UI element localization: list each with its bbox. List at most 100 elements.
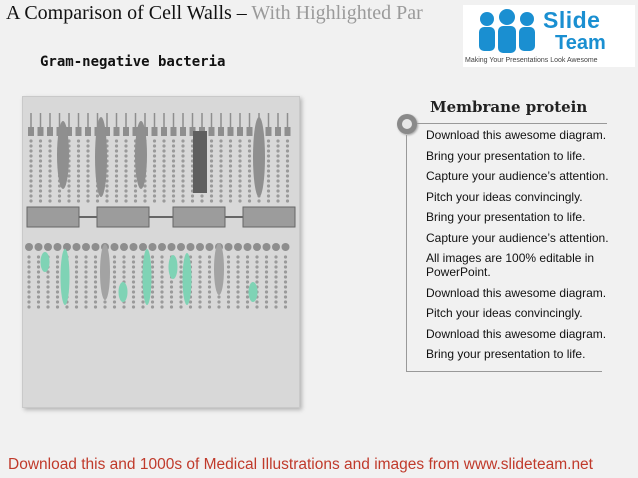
lipid-tail-bead	[171, 189, 176, 193]
lipid-head	[120, 243, 128, 251]
lipid-tail-bead	[264, 270, 269, 274]
lipid-tail-bead	[152, 139, 157, 143]
label-line: Pitch your ideas convincingly.	[426, 189, 583, 204]
lipid-tail-bead	[57, 189, 62, 193]
lipid-tail-bead	[238, 139, 242, 143]
lipid-tail-bead	[93, 280, 98, 284]
lipid-tail-bead	[228, 159, 233, 163]
lipid-tail-bead	[160, 280, 164, 284]
lipid-tail-bead	[46, 290, 50, 294]
lipid-tail-bead	[141, 300, 145, 304]
lipid-tail-bead	[48, 194, 52, 198]
lipid-tail-bead	[114, 189, 119, 193]
lipid-tail-bead	[200, 199, 204, 203]
lipid-tail-bead	[179, 280, 183, 284]
lipid-tail-bead	[143, 199, 147, 203]
highlighted-protein	[118, 282, 128, 302]
lipid-tail-bead	[228, 184, 233, 188]
lipid-tail-bead	[46, 295, 50, 299]
lipid-tail-bead	[219, 154, 223, 158]
lipid-tail-bead	[198, 280, 202, 284]
lipid-tail-bead	[209, 144, 214, 148]
lipid-tail-bead	[84, 300, 88, 304]
lipid-tail-bead	[160, 295, 164, 299]
lipid-tail-bead	[266, 154, 271, 158]
lipid-tail-bead	[160, 305, 164, 309]
lipid-tail-bead	[27, 275, 31, 279]
lipid-tail-bead	[283, 295, 288, 299]
lipid-head	[253, 243, 261, 251]
lipid-tail-bead	[266, 169, 271, 173]
lipid-tail-bead	[264, 255, 269, 259]
lipid-tail-bead	[55, 260, 60, 264]
lipid-tail-bead	[124, 139, 128, 143]
lipid-head	[272, 243, 280, 251]
lipid-tail-bead	[238, 199, 242, 203]
lipid-tail-bead	[36, 255, 41, 259]
lipid-tail-bead	[169, 290, 174, 294]
lipid-tail-bead	[114, 159, 119, 163]
lipid-tail-bead	[219, 199, 223, 203]
lipid-tail-bead	[67, 194, 71, 198]
lipid-tail-bead	[36, 290, 41, 294]
lipid-head	[34, 243, 43, 251]
lipid-tail-bead	[76, 194, 81, 198]
lipid-tail-bead	[274, 255, 278, 259]
highlighted-protein	[142, 249, 152, 305]
lipid-tail-bead	[209, 189, 214, 193]
lipid-tail-bead	[122, 260, 126, 264]
lipid-tail-bead	[29, 189, 33, 193]
lipid-tail-bead	[209, 159, 214, 163]
lipid-tail-bead	[285, 174, 290, 178]
lipid-tail-bead	[74, 290, 79, 294]
lipid-tail-bead	[266, 159, 271, 163]
lipid-tail-bead	[122, 270, 126, 274]
lipid-tail-bead	[179, 265, 183, 269]
lipid-tail-bead	[283, 305, 288, 309]
lipid-tail-bead	[247, 174, 252, 178]
lipid-tail-bead	[103, 305, 107, 309]
people-icon	[479, 9, 535, 53]
lipid-head	[205, 243, 214, 251]
lipid-tail-bead	[236, 265, 240, 269]
peptidoglycan-block	[96, 206, 150, 228]
lipid-tail-bead	[55, 285, 60, 289]
lipid-tail-bead	[274, 305, 278, 309]
lipid-tail-bead	[169, 285, 174, 289]
lipid-tail-bead	[112, 295, 117, 299]
lipid-head	[123, 127, 129, 136]
lipid-head	[129, 243, 138, 251]
lipid-tail-bead	[219, 169, 223, 173]
lipid-tail-bead	[276, 189, 280, 193]
lipid-tail-bead	[198, 260, 202, 264]
lipid-head	[110, 243, 119, 251]
lipid-tail-bead	[209, 149, 214, 153]
lipid-tail-bead	[105, 189, 109, 193]
lipid-tail-bead	[255, 255, 259, 259]
lipid-tail-bead	[29, 159, 33, 163]
lipid-tail-bead	[112, 305, 117, 309]
lipid-tail-bead	[162, 189, 166, 193]
lipid-tail-bead	[152, 154, 157, 158]
lipid-tail-bead	[181, 199, 185, 203]
lipid-tail-bead	[67, 174, 71, 178]
lipid-tail-bead	[36, 300, 41, 304]
lipid-head	[44, 243, 52, 251]
lipid-tail-bead	[283, 260, 288, 264]
lipid-tail-bead	[114, 174, 119, 178]
lipid-head	[28, 127, 34, 136]
lipid-tail-bead	[150, 285, 155, 289]
lipid-tail-bead	[86, 164, 90, 168]
lipid-tail-bead	[283, 255, 288, 259]
lipid-tail-bead	[236, 295, 240, 299]
highlighted-protein	[182, 253, 192, 305]
lipid-tail-bead	[285, 184, 290, 188]
lipid-tail-bead	[169, 300, 174, 304]
lipid-tail-bead	[74, 305, 79, 309]
lipid-tail-bead	[152, 149, 157, 153]
lipid-tail-bead	[133, 184, 138, 188]
lipid-tail-bead	[171, 169, 176, 173]
lipid-tail-bead	[274, 300, 278, 304]
lipid-head	[72, 243, 81, 251]
lipid-tail-bead	[285, 159, 290, 163]
